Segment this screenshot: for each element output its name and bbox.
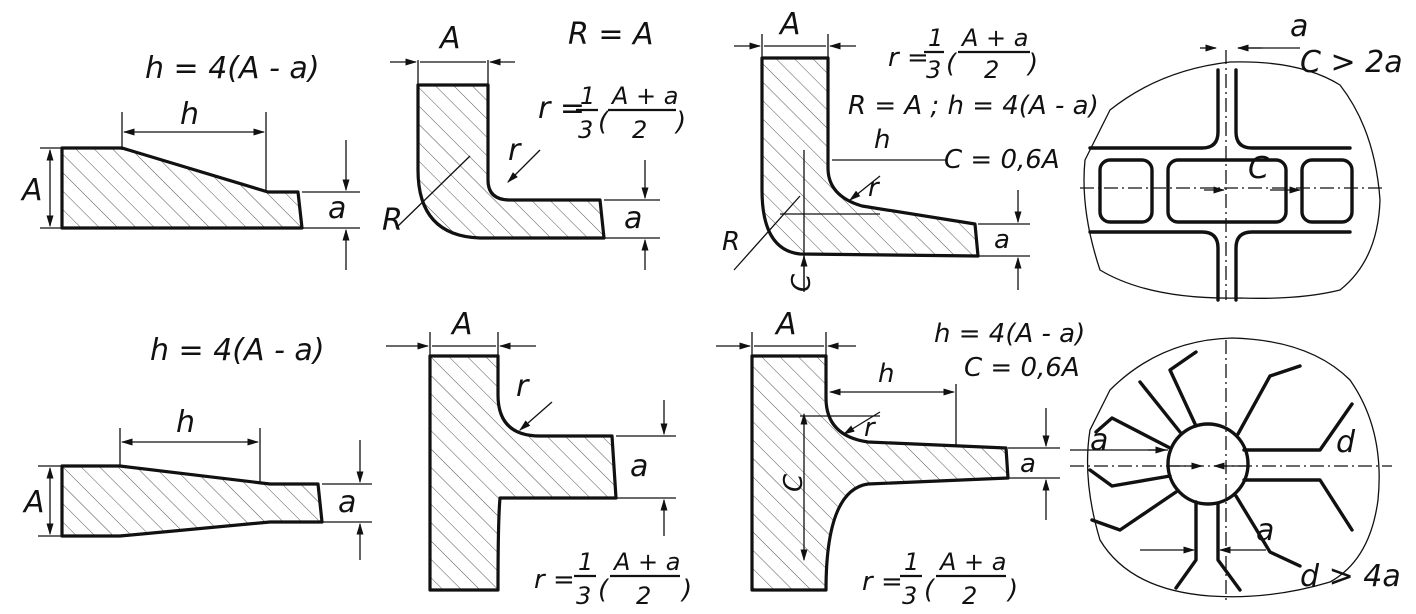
rib-cell-right [1300,158,1354,224]
svg-text:1: 1 [928,24,943,52]
svg-text:h: h [176,405,195,440]
svg-text:C: C [779,473,809,492]
formula-C-top: C = 0,6A [944,145,1060,175]
svg-text:): ) [1026,49,1038,79]
svg-text:1: 1 [580,82,595,110]
label-A: A [20,173,43,208]
fig-taper-bottom: A h h = 4(A - a) a [22,333,372,560]
svg-text:C: C [787,273,817,292]
svg-text:3: 3 [578,116,593,144]
svg-text:1: 1 [578,548,593,576]
taper-section-bottom [60,464,324,538]
svg-text:a: a [630,449,648,484]
svg-text:r: r [868,173,881,203]
svg-text:A + a: A + a [610,82,679,110]
fig-rib-grid: a C > 2a C [1080,9,1403,302]
formula-C-bottom: C = 0,6A [964,353,1080,383]
svg-text:C: C [1248,151,1269,186]
rib-cell-center [1166,158,1288,224]
label-h: h [180,97,199,132]
svg-text:h: h [874,125,890,155]
svg-text:a: a [1020,449,1036,479]
svg-text:): ) [680,575,692,605]
svg-text:R: R [722,227,740,257]
svg-text:r: r [508,133,522,168]
svg-text:a: a [1256,513,1274,548]
leader-R [395,155,471,229]
fig-t-junction-taper: A h = 4(A - a) C = 0,6A h r C a r = 1 3 … [716,307,1085,610]
svg-text:(: ( [598,107,610,137]
formula-h-top: h = 4(A - a) [145,51,320,86]
svg-text:a: a [338,485,356,520]
formula-R-A-h: R = A ; h = 4(A - a) [848,91,1099,121]
svg-text:r =: r = [888,43,929,73]
svg-text:h: h [878,359,894,389]
svg-text:A: A [438,21,461,56]
svg-text:2: 2 [632,116,647,144]
svg-text:R: R [382,203,403,238]
svg-text:A + a: A + a [612,548,681,576]
svg-text:1: 1 [904,548,919,576]
fig-t-junction: A r a r = 1 3 ( A + a 2 ) [386,307,692,610]
hub-circle [1166,422,1250,506]
svg-text:(: ( [924,575,936,605]
formula-C-gt-2a: C > 2a [1300,45,1403,80]
formula-h-bottom: h = 4(A - a) [150,333,325,368]
label-a: a [328,191,346,226]
fig-corner-radius: A R = A r = 1 3 ( A + a 2 ) r R a [382,17,686,270]
svg-text:d: d [1336,425,1356,460]
svg-text:A: A [774,307,797,342]
svg-text:a: a [1090,423,1108,458]
svg-text:(: ( [598,575,610,605]
svg-text:3: 3 [902,582,917,610]
corner-section [416,83,606,240]
leader-r [507,149,541,183]
rib-grid-boundary [1083,61,1381,299]
svg-text:r: r [864,413,877,443]
svg-text:A: A [450,307,473,342]
svg-text:3: 3 [926,56,941,84]
svg-text:a: a [1290,9,1308,44]
formula-R-eq-A: R = A [568,17,654,52]
svg-text:A + a: A + a [938,548,1007,576]
formula-d-gt-4a: d > 4a [1300,559,1401,594]
svg-text:a: a [994,225,1010,255]
svg-text:): ) [674,107,686,137]
svg-text:2: 2 [984,56,999,84]
rib-cell-left [1098,158,1154,224]
svg-text:r: r [516,369,530,404]
svg-text:r =: r = [534,565,575,595]
svg-text:(: ( [946,49,958,79]
svg-text:3: 3 [576,582,591,610]
fig-corner-taper: A r = 1 3 ( A + a 2 ) R = A ; h = 4(A - … [722,7,1099,292]
svg-text:A: A [22,485,45,520]
r-eq: r = [538,91,585,126]
fig-taper-top: A h h = 4(A - a) a [20,51,360,270]
svg-text:a: a [624,201,642,236]
svg-text:2: 2 [636,582,651,610]
fig-radial-ribs: a d a d > 4a [1070,337,1401,600]
svg-text:): ) [1006,575,1018,605]
svg-text:A + a: A + a [960,24,1029,52]
svg-text:2: 2 [962,582,977,610]
radial-boundary [1086,337,1380,598]
svg-text:r =: r = [862,567,903,597]
svg-text:A: A [778,7,801,42]
formula-h-bottom-right: h = 4(A - a) [934,319,1085,349]
